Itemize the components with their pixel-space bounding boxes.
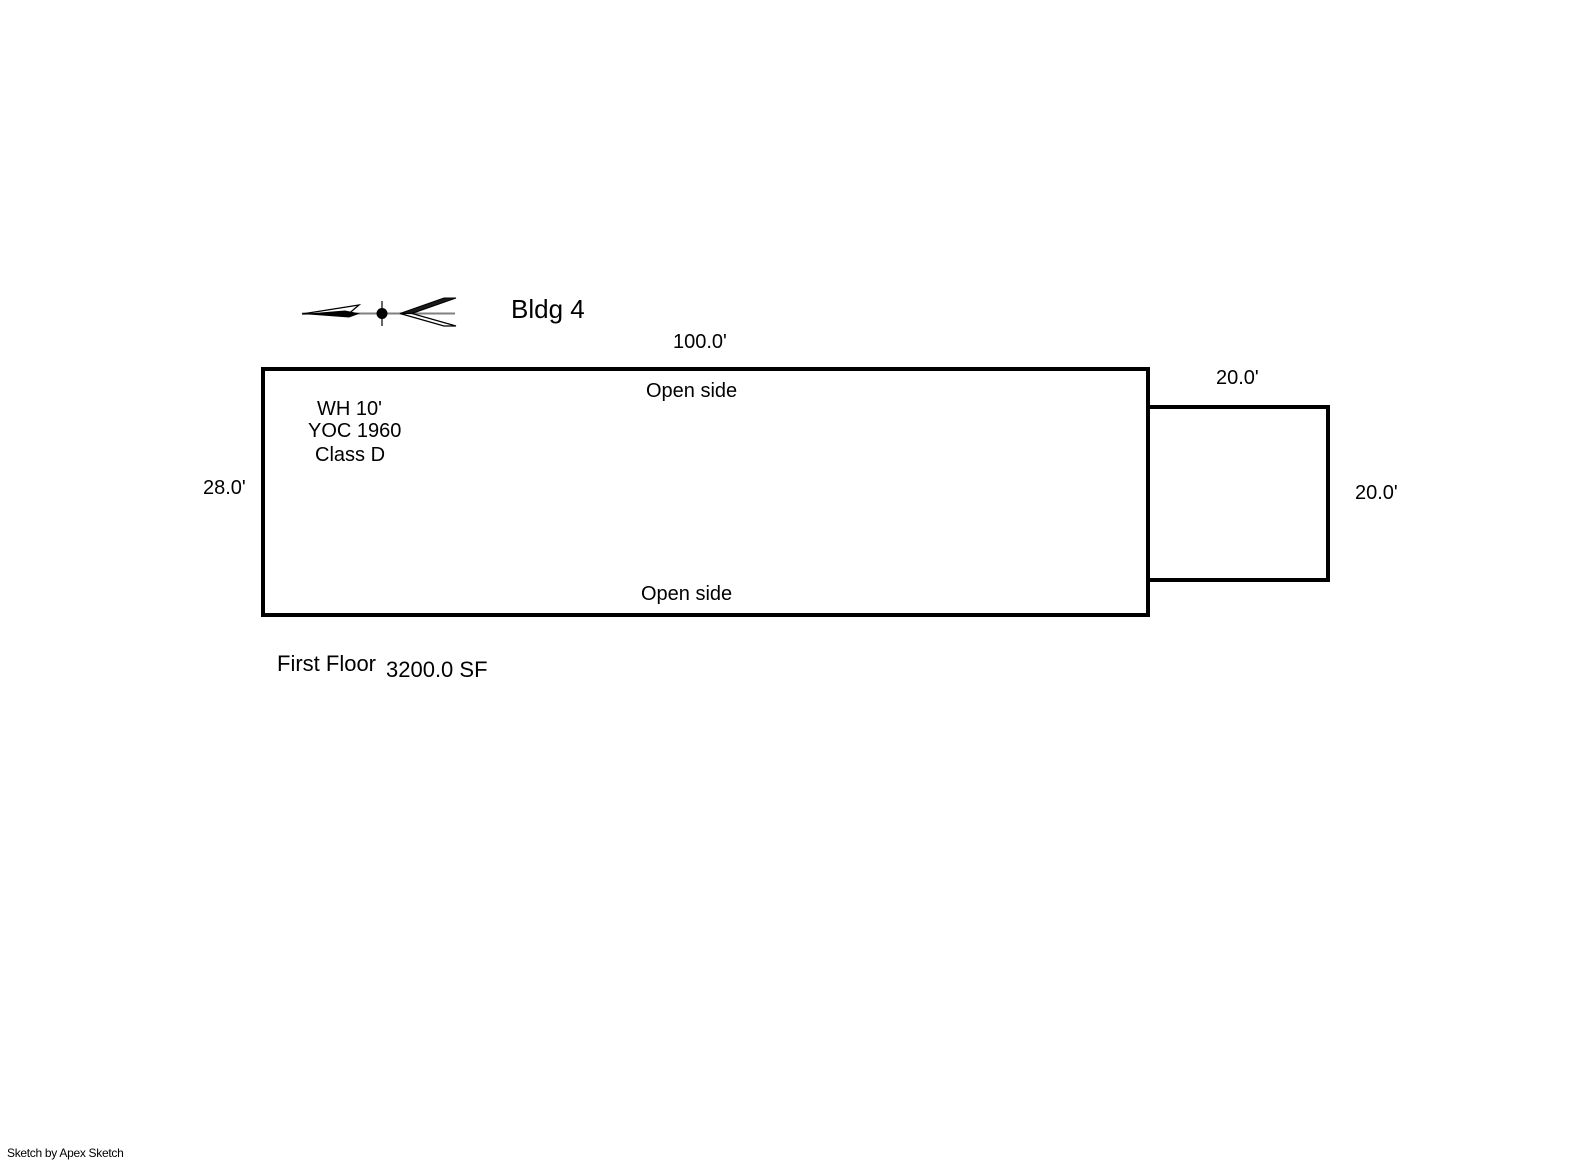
dimension-label-extension-top: 20.0' <box>1216 367 1259 389</box>
dimension-label-extension-right: 20.0' <box>1355 482 1398 504</box>
apex-sketch-credit: Sketch by Apex Sketch <box>7 1146 124 1160</box>
open-side-label-bottom: Open side <box>641 583 733 605</box>
main-building-outline <box>261 367 1150 617</box>
interior-note-class: Class D <box>315 444 386 466</box>
extension-outline <box>1150 405 1330 582</box>
interior-note-year-of-construction: YOC 1960 <box>308 420 402 442</box>
dimension-label-main-left: 28.0' <box>203 477 246 499</box>
open-side-label-top: Open side <box>646 380 738 402</box>
interior-note-wall-height: WH 10' <box>317 398 382 420</box>
square-footage-label: 3200.0 SF <box>386 657 488 682</box>
dimension-label-main-top: 100.0' <box>673 331 727 353</box>
building-title: Bldg 4 <box>511 294 585 324</box>
north-arrow-icon <box>301 297 457 327</box>
floor-label: First Floor <box>277 651 376 676</box>
